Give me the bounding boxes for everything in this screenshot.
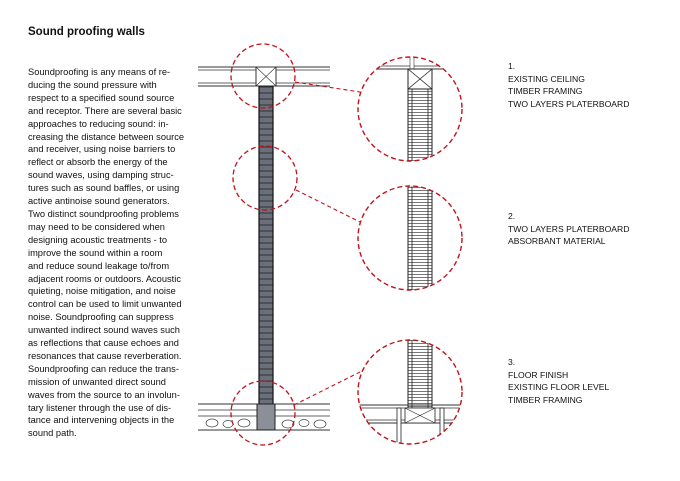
- body-line: ducing the sound pressure with: [28, 79, 157, 90]
- note-line: FLOOR FINISH: [508, 369, 569, 380]
- note-line: TWO LAYERS PLATERBOARD: [508, 98, 630, 109]
- body-line: adjacent rooms or outdoors. Acoustic: [28, 273, 181, 284]
- body-line: tary listener through the use of dis-: [28, 402, 172, 413]
- body-line: and receptor. There are several basic: [28, 105, 182, 116]
- leader-line-2: [295, 189, 361, 223]
- note-line: TIMBER FRAMING: [508, 394, 583, 405]
- detail-note-3: 3. FLOOR FINISH EXISTING FLOOR LEVEL TIM…: [508, 356, 609, 406]
- body-line: sound path.: [28, 428, 77, 439]
- callout-circle-ceiling: [230, 43, 296, 109]
- leader-line-1: [294, 81, 361, 93]
- note-line: EXISTING FLOOR LEVEL: [508, 382, 610, 392]
- body-line: and reduce sound leakage to/from: [28, 260, 170, 271]
- note-line: TIMBER FRAMING: [508, 86, 583, 96]
- note-number: 2.: [508, 211, 516, 221]
- body-line: may need to be considered when: [28, 221, 165, 232]
- body-line: designing acoustic treatments - to: [28, 234, 168, 245]
- body-line: reflect or absorb the energy of the: [28, 157, 168, 168]
- body-line: tance and intervening objects in the: [28, 415, 175, 426]
- note-number: 1.: [508, 61, 516, 71]
- body-line: control can be used to limit unwanted: [28, 299, 182, 310]
- body-line: Soundproofing can reduce the trans-: [28, 363, 179, 374]
- note-number: 3.: [508, 357, 516, 367]
- body-line: improve the sound within a room: [28, 247, 163, 258]
- body-line: creasing the distance between source: [28, 131, 185, 142]
- detail-circle-1: [357, 56, 463, 162]
- body-text: Soundproofing is any means of re- ducing…: [28, 66, 198, 440]
- body-line: unwanted indirect sound waves such: [28, 325, 180, 336]
- note-line: EXISTING CEILING: [508, 73, 585, 84]
- body-line: Soundproofing is any means of re-: [28, 67, 171, 77]
- body-line: tures such as sound baffles, or using: [28, 183, 180, 194]
- wall-section: [258, 85, 274, 405]
- body-line: noise. Soundproofing can suppress: [28, 312, 174, 323]
- callout-circle-floor: [230, 380, 296, 446]
- ceiling-slab: [198, 66, 330, 87]
- detail-circle-3: [357, 339, 463, 445]
- callout-circle-wall: [232, 145, 298, 211]
- body-line: respect to a specified sound source: [28, 92, 175, 103]
- body-line: Two distinct soundproofing problems: [28, 208, 179, 219]
- body-line: approaches to reducing sound: in-: [28, 118, 169, 129]
- floor-slab: [198, 403, 330, 431]
- note-line: TWO LAYERS PLATERBOARD: [508, 223, 630, 234]
- body-line: mission of unwanted direct sound: [28, 376, 166, 387]
- body-line: as reflections that cause echoes and: [28, 338, 179, 349]
- body-line: sound waves, using damping struc-: [28, 170, 174, 181]
- note-line: ABSORBANT MATERIAL: [508, 236, 606, 246]
- detail-circle-2: [357, 185, 463, 291]
- page-title: Sound proofing walls: [28, 26, 145, 38]
- leader-line-3: [293, 371, 361, 406]
- body-line: quieting, noise mitigation, and noise: [28, 286, 176, 297]
- detail-note-2: 2. TWO LAYERS PLATERBOARD ABSORBANT MATE…: [508, 210, 629, 248]
- body-line: and receiver, using noise barriers to: [28, 144, 176, 155]
- detail-note-1: 1. EXISTING CEILING TIMBER FRAMING TWO L…: [508, 60, 629, 110]
- body-line: resonances that cause reverberation.: [28, 350, 182, 361]
- body-line: active antinoise sound generators.: [28, 196, 170, 207]
- body-line: waves from the source to an involun-: [28, 389, 180, 400]
